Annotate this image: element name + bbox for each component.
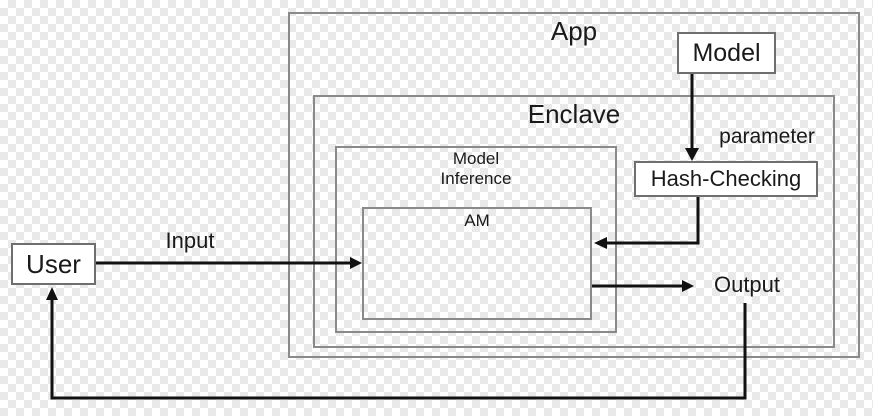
parameter-edge-label: parameter (719, 125, 815, 148)
model-node-label: Model (692, 38, 761, 67)
hash-checking-node-label: Hash-Checking (650, 166, 802, 191)
model-inference-label-line2: Inference (440, 169, 512, 188)
user-node-box: User (11, 243, 96, 285)
output-edge-label: Output (713, 272, 781, 297)
model-node-box: Model (677, 32, 776, 74)
input-edge-label: Input (165, 228, 215, 253)
app-label: App (550, 16, 598, 46)
am-label: AM (464, 211, 490, 230)
arrowhead-up-icon (46, 287, 58, 300)
hash-checking-node-box: Hash-Checking (634, 161, 818, 197)
model-inference-label-line1: Model (452, 149, 500, 168)
user-node-label: User (26, 248, 81, 279)
enclave-label: Enclave (527, 99, 621, 129)
